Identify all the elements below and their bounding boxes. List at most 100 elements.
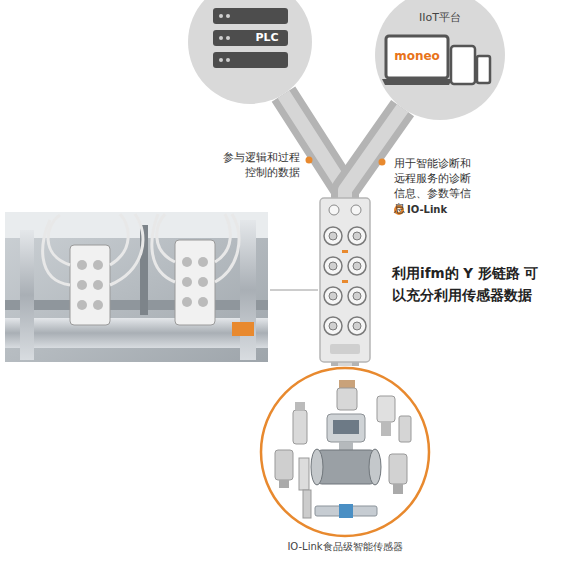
band-inner xyxy=(283,94,345,366)
device-icons xyxy=(382,36,490,85)
sensor-illustration-part xyxy=(339,442,353,450)
callout-dot xyxy=(379,159,386,166)
callout-dot xyxy=(306,157,313,164)
factory-photo-part xyxy=(5,318,268,348)
io-link-master-module-part xyxy=(353,262,361,270)
headline-note: 利用ifm的 Y 形链路 可以充分利用传感器数据 xyxy=(392,262,544,306)
factory-photo-part xyxy=(43,214,143,285)
leader-line xyxy=(270,290,318,291)
io-link-master-module-part xyxy=(329,322,337,330)
factory-photo-part xyxy=(198,277,208,287)
io-link-master-module-part xyxy=(351,205,361,215)
io-link-master-module-part xyxy=(348,257,366,275)
plc-circle xyxy=(188,0,312,104)
server-icon-part xyxy=(213,52,288,68)
sensor-illustration-part xyxy=(339,504,353,518)
io-link-master-module-part xyxy=(320,198,370,362)
io-link-master-module-part xyxy=(324,287,342,305)
io-link-master-module xyxy=(320,198,370,362)
server-icon-part xyxy=(226,36,230,40)
brand-name: moneo xyxy=(388,48,446,64)
io-link-master-module-part xyxy=(330,344,360,354)
sensor-illustration-part xyxy=(337,388,357,410)
y-link-band xyxy=(283,94,345,366)
io-link-master-module-part xyxy=(329,232,337,240)
sensor-illustration-part xyxy=(327,414,365,442)
server-icon-part xyxy=(219,36,223,40)
io-link-master-module-part xyxy=(329,205,339,215)
io-link-master-module-part xyxy=(324,227,342,245)
band-outer xyxy=(283,94,345,366)
io-link-master-module-part xyxy=(353,292,361,300)
plc-node: PLC xyxy=(188,0,312,104)
factory-photo-part xyxy=(93,280,103,290)
factory-photo-part xyxy=(20,230,34,360)
sensor-illustration-part xyxy=(389,454,407,484)
io-link-master-module-part xyxy=(348,227,366,245)
factory-photo-part xyxy=(182,277,192,287)
factory-photo-part xyxy=(198,297,208,307)
y-link-band xyxy=(345,108,403,366)
factory-photo-part xyxy=(77,280,87,290)
factory-photo-part xyxy=(93,300,103,310)
factory-photo-part xyxy=(152,214,239,282)
io-link-master-module-part xyxy=(324,257,342,275)
factory-photo-part xyxy=(5,212,268,362)
io-link-master-module-part xyxy=(329,292,337,300)
sensor-illustration-part xyxy=(317,450,375,484)
server-icon-part xyxy=(213,8,288,24)
io-link-master-module-part xyxy=(342,250,348,253)
sensor-illustration-part xyxy=(333,420,359,434)
sensor-illustration-part xyxy=(399,416,411,442)
factory-photo-part xyxy=(240,220,256,360)
sensor-illustration-part xyxy=(295,402,305,410)
device-icons-part xyxy=(386,36,448,78)
factory-photo-part xyxy=(198,257,208,267)
sensor-circle-part xyxy=(261,368,429,536)
band-outer xyxy=(345,108,403,366)
factory-photo-part xyxy=(5,300,268,310)
band-inner xyxy=(345,108,403,366)
io-link-master-module-part xyxy=(329,262,337,270)
plc-circle-part xyxy=(188,0,312,104)
iiot-circle-part xyxy=(375,0,505,120)
factory-photo-part xyxy=(175,240,215,325)
sensor-illustration xyxy=(275,380,411,518)
server-icon-part xyxy=(219,14,223,18)
device-icons-part xyxy=(477,56,490,83)
sensor-group-node: IO-Link食品级智能传感器 xyxy=(259,366,431,556)
iiot-platform-node: IIoT平台 moneo xyxy=(375,0,505,120)
server-icon-part xyxy=(219,58,223,62)
sensor-illustration-part xyxy=(299,458,309,490)
sensor-caption: IO-Link食品级智能传感器 xyxy=(239,540,451,554)
factory-photo-part xyxy=(77,260,87,270)
io-link-master-module-part xyxy=(324,317,342,335)
factory-photo-part xyxy=(232,322,254,336)
io-link-master-module-part xyxy=(348,317,366,335)
edge-label: 参与逻辑和过程控制的数据 xyxy=(222,150,300,180)
sensor-illustration-part xyxy=(293,410,307,444)
device-icons-part xyxy=(451,46,475,84)
sensor-circle xyxy=(259,366,431,538)
factory-photo-part xyxy=(77,300,87,310)
factory-photo-part xyxy=(182,257,192,267)
sensor-illustration-part xyxy=(303,490,311,518)
server-icon-part xyxy=(226,14,230,18)
protocol-logo-text: IO-Link xyxy=(407,203,467,217)
sensor-illustration-part xyxy=(279,480,289,488)
sensor-illustration-part xyxy=(339,380,355,388)
sensor-illustration-part xyxy=(369,449,381,485)
platform-title: IIoT平台 xyxy=(390,10,490,25)
factory-photo-part xyxy=(93,260,103,270)
edge-label: 用于智能诊断和远程服务的诊断信息、参数等信息 xyxy=(394,156,480,216)
io-link-master-module-part xyxy=(342,280,348,283)
factory-photo-part xyxy=(70,245,110,325)
io-link-master-module-part xyxy=(348,287,366,305)
factory-photo xyxy=(5,212,268,362)
server-icon-part xyxy=(226,58,230,62)
sensor-illustration-part xyxy=(381,422,391,436)
factory-photo-part xyxy=(182,297,192,307)
sensor-illustration-part xyxy=(311,449,323,485)
device-icons-part xyxy=(382,79,452,85)
